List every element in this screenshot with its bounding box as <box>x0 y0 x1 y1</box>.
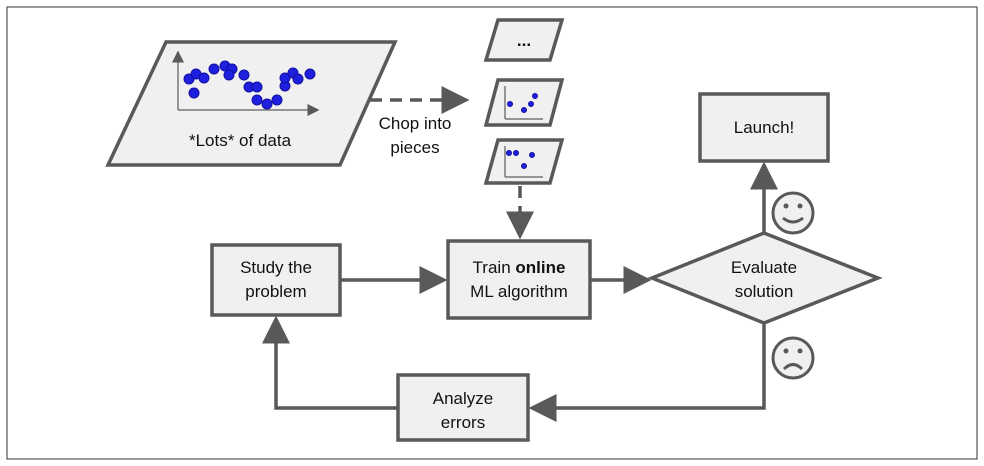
sad-face-icon <box>771 336 815 380</box>
svg-text:Study the: Study the <box>240 258 312 277</box>
svg-text:problem: problem <box>245 282 306 301</box>
launch-node: Launch! <box>698 92 830 163</box>
svg-text:solution: solution <box>735 282 794 301</box>
chop-label-1: Chop into <box>379 114 452 133</box>
svg-text:Launch!: Launch! <box>734 118 795 137</box>
chop-label-2: pieces <box>390 138 439 157</box>
evaluate-to-analyze-arrow <box>528 323 766 422</box>
piece-3 <box>483 138 565 185</box>
happy-face-icon <box>771 191 815 235</box>
svg-text:ML algorithm: ML algorithm <box>470 282 568 301</box>
data-label: *Lots* of data <box>189 131 292 150</box>
svg-text:Train online: Train online <box>473 258 566 277</box>
study-problem-node: Study the problem <box>210 243 342 317</box>
evaluate-solution-node: Evaluate solution <box>647 231 883 325</box>
svg-text:Evaluate: Evaluate <box>731 258 797 277</box>
piece-2 <box>483 78 565 127</box>
scatter-dots <box>183 60 316 110</box>
piece-ellipsis: ... <box>483 18 565 62</box>
lots-of-data-node: *Lots* of data <box>105 40 398 167</box>
svg-text:errors: errors <box>441 413 485 432</box>
analyze-to-study-arrow <box>262 315 398 410</box>
analyze-errors-node: Analyze errors <box>396 373 530 442</box>
train-online-node: Train online ML algorithm <box>446 239 592 320</box>
svg-text:...: ... <box>517 31 531 50</box>
svg-text:Analyze: Analyze <box>433 389 493 408</box>
